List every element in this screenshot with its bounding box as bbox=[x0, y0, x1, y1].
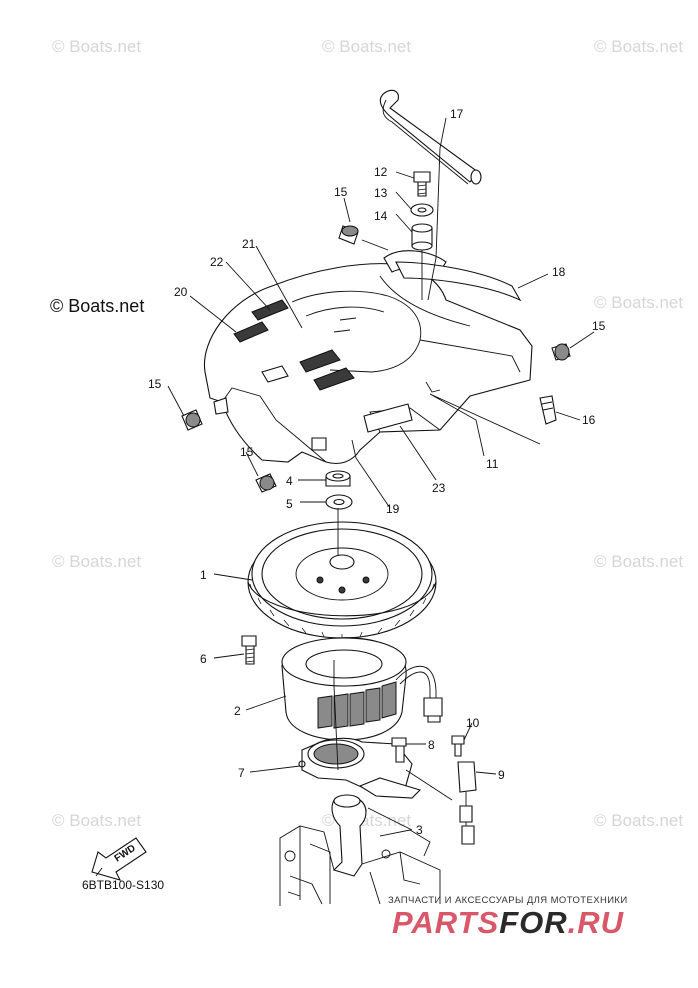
callout-4: 4 bbox=[286, 474, 293, 488]
base-plate-part-7 bbox=[298, 737, 422, 799]
callout-13: 13 bbox=[374, 186, 388, 200]
callout-11: 11 bbox=[486, 457, 499, 471]
label-part-23 bbox=[363, 403, 413, 433]
grommet-part-15 bbox=[338, 225, 359, 245]
callout-15: 15 bbox=[148, 377, 162, 391]
bolt-part-6 bbox=[241, 635, 257, 665]
callout-21: 21 bbox=[242, 237, 256, 251]
watermark: © Boats.net bbox=[322, 37, 412, 56]
fwd-arrow-icon bbox=[91, 837, 147, 881]
callout-2: 2 bbox=[234, 704, 241, 718]
callout-19: 19 bbox=[386, 502, 400, 516]
callout-15: 15 bbox=[240, 445, 254, 459]
callout-1: 1 bbox=[200, 568, 207, 582]
callout-5: 5 bbox=[286, 497, 293, 511]
callout-20: 20 bbox=[174, 285, 188, 299]
watermark: © Boats.net bbox=[52, 37, 142, 56]
connector-part-16 bbox=[539, 395, 557, 425]
watermark: © Boats.net bbox=[594, 811, 684, 830]
washer-part-13 bbox=[410, 203, 434, 217]
hose-part-17 bbox=[379, 89, 482, 185]
grommet-part-14 bbox=[411, 223, 433, 251]
callout-23: 23 bbox=[432, 481, 446, 495]
grommet-part-15 bbox=[255, 473, 277, 493]
watermark: © Boats.net bbox=[594, 37, 684, 56]
callout-9: 9 bbox=[498, 768, 505, 782]
callout-15: 15 bbox=[334, 185, 348, 199]
callout-8: 8 bbox=[428, 738, 435, 752]
engine-block bbox=[279, 794, 441, 906]
bolt-part-10 bbox=[451, 735, 465, 757]
promo-tagline: ЗАПЧАСТИ И АКСЕССУАРЫ ДЛЯ МОТОТЕХНИКИ bbox=[388, 895, 628, 906]
promo-site-part1: PARTS bbox=[392, 905, 500, 940]
callout-16: 16 bbox=[582, 413, 596, 427]
callouts: 17 12 13 14 15 18 15 21 22 20 15 16 15 1… bbox=[148, 107, 606, 837]
callout-22: 22 bbox=[210, 255, 224, 269]
seal-part-18 bbox=[379, 261, 522, 327]
watermark: © Boats.net bbox=[52, 552, 142, 571]
callout-14: 14 bbox=[374, 209, 388, 223]
callout-7: 7 bbox=[238, 766, 245, 780]
callout-18: 18 bbox=[552, 265, 566, 279]
bolt-part-8 bbox=[391, 737, 407, 763]
promo-site-logo: PARTSFOR.RU bbox=[392, 905, 624, 941]
stator-part-2 bbox=[281, 637, 443, 741]
diagram-code: 6BTB100-S130 bbox=[82, 878, 165, 892]
watermark: © Boats.net bbox=[52, 811, 142, 830]
callout-6: 6 bbox=[200, 652, 207, 666]
callout-17: 17 bbox=[450, 107, 464, 121]
callout-12: 12 bbox=[374, 165, 388, 179]
washer-part-5 bbox=[325, 494, 353, 510]
watermark: © Boats.net bbox=[594, 552, 684, 571]
grommet-part-15 bbox=[551, 343, 571, 361]
boats-net-logo: © Boats.net bbox=[50, 296, 145, 316]
nut-part-4 bbox=[325, 470, 351, 487]
grommet-part-15 bbox=[181, 409, 203, 431]
pulser-coil-part-9 bbox=[457, 761, 477, 845]
leader-lines bbox=[167, 117, 595, 831]
callout-15: 15 bbox=[592, 319, 606, 333]
promo-site-part3: .RU bbox=[567, 905, 625, 940]
flywheel-part-1 bbox=[247, 521, 437, 639]
watermark: © Boats.net bbox=[594, 293, 684, 312]
promo-site-part2: FOR bbox=[499, 905, 568, 940]
bolt-part-12 bbox=[413, 171, 431, 197]
callout-10: 10 bbox=[466, 716, 480, 730]
callout-3: 3 bbox=[416, 823, 423, 837]
